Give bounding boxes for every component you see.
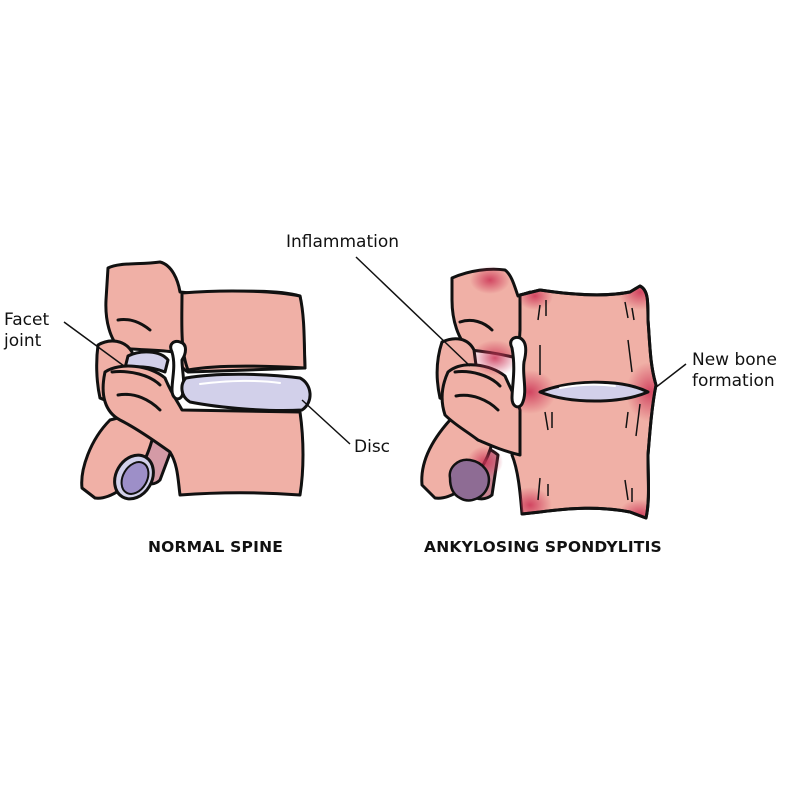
- disc-leader: [301, 399, 351, 445]
- disc-label: Disc: [354, 437, 391, 457]
- inflammation-glow-facet: [471, 340, 519, 376]
- normal-spine-title: NORMAL SPINE: [148, 538, 284, 556]
- as-leader-lines: [355, 256, 687, 389]
- new-bone-label-line2: formation: [692, 371, 775, 391]
- new-bone-leader: [654, 363, 687, 389]
- normal-leader-lines: [63, 321, 351, 445]
- new-bone-label-line1: New bone: [692, 350, 777, 370]
- facet-joint-label-line1: Facet: [4, 310, 50, 330]
- bone-ridge-marks: [537, 300, 641, 502]
- normal-vertebrae: [80, 260, 312, 501]
- facet-joint-leader: [63, 321, 125, 367]
- ankylosing-spondylitis-title: ANKYLOSING SPONDYLITIS: [424, 538, 662, 556]
- facet-joint-label: Facet joint: [4, 310, 49, 352]
- new-bone-formation-label: New bone formation: [692, 350, 777, 392]
- facet-joint-label-line2: joint: [4, 331, 42, 351]
- inflammation-label: Inflammation: [286, 232, 400, 252]
- inflammation-leader: [355, 256, 471, 367]
